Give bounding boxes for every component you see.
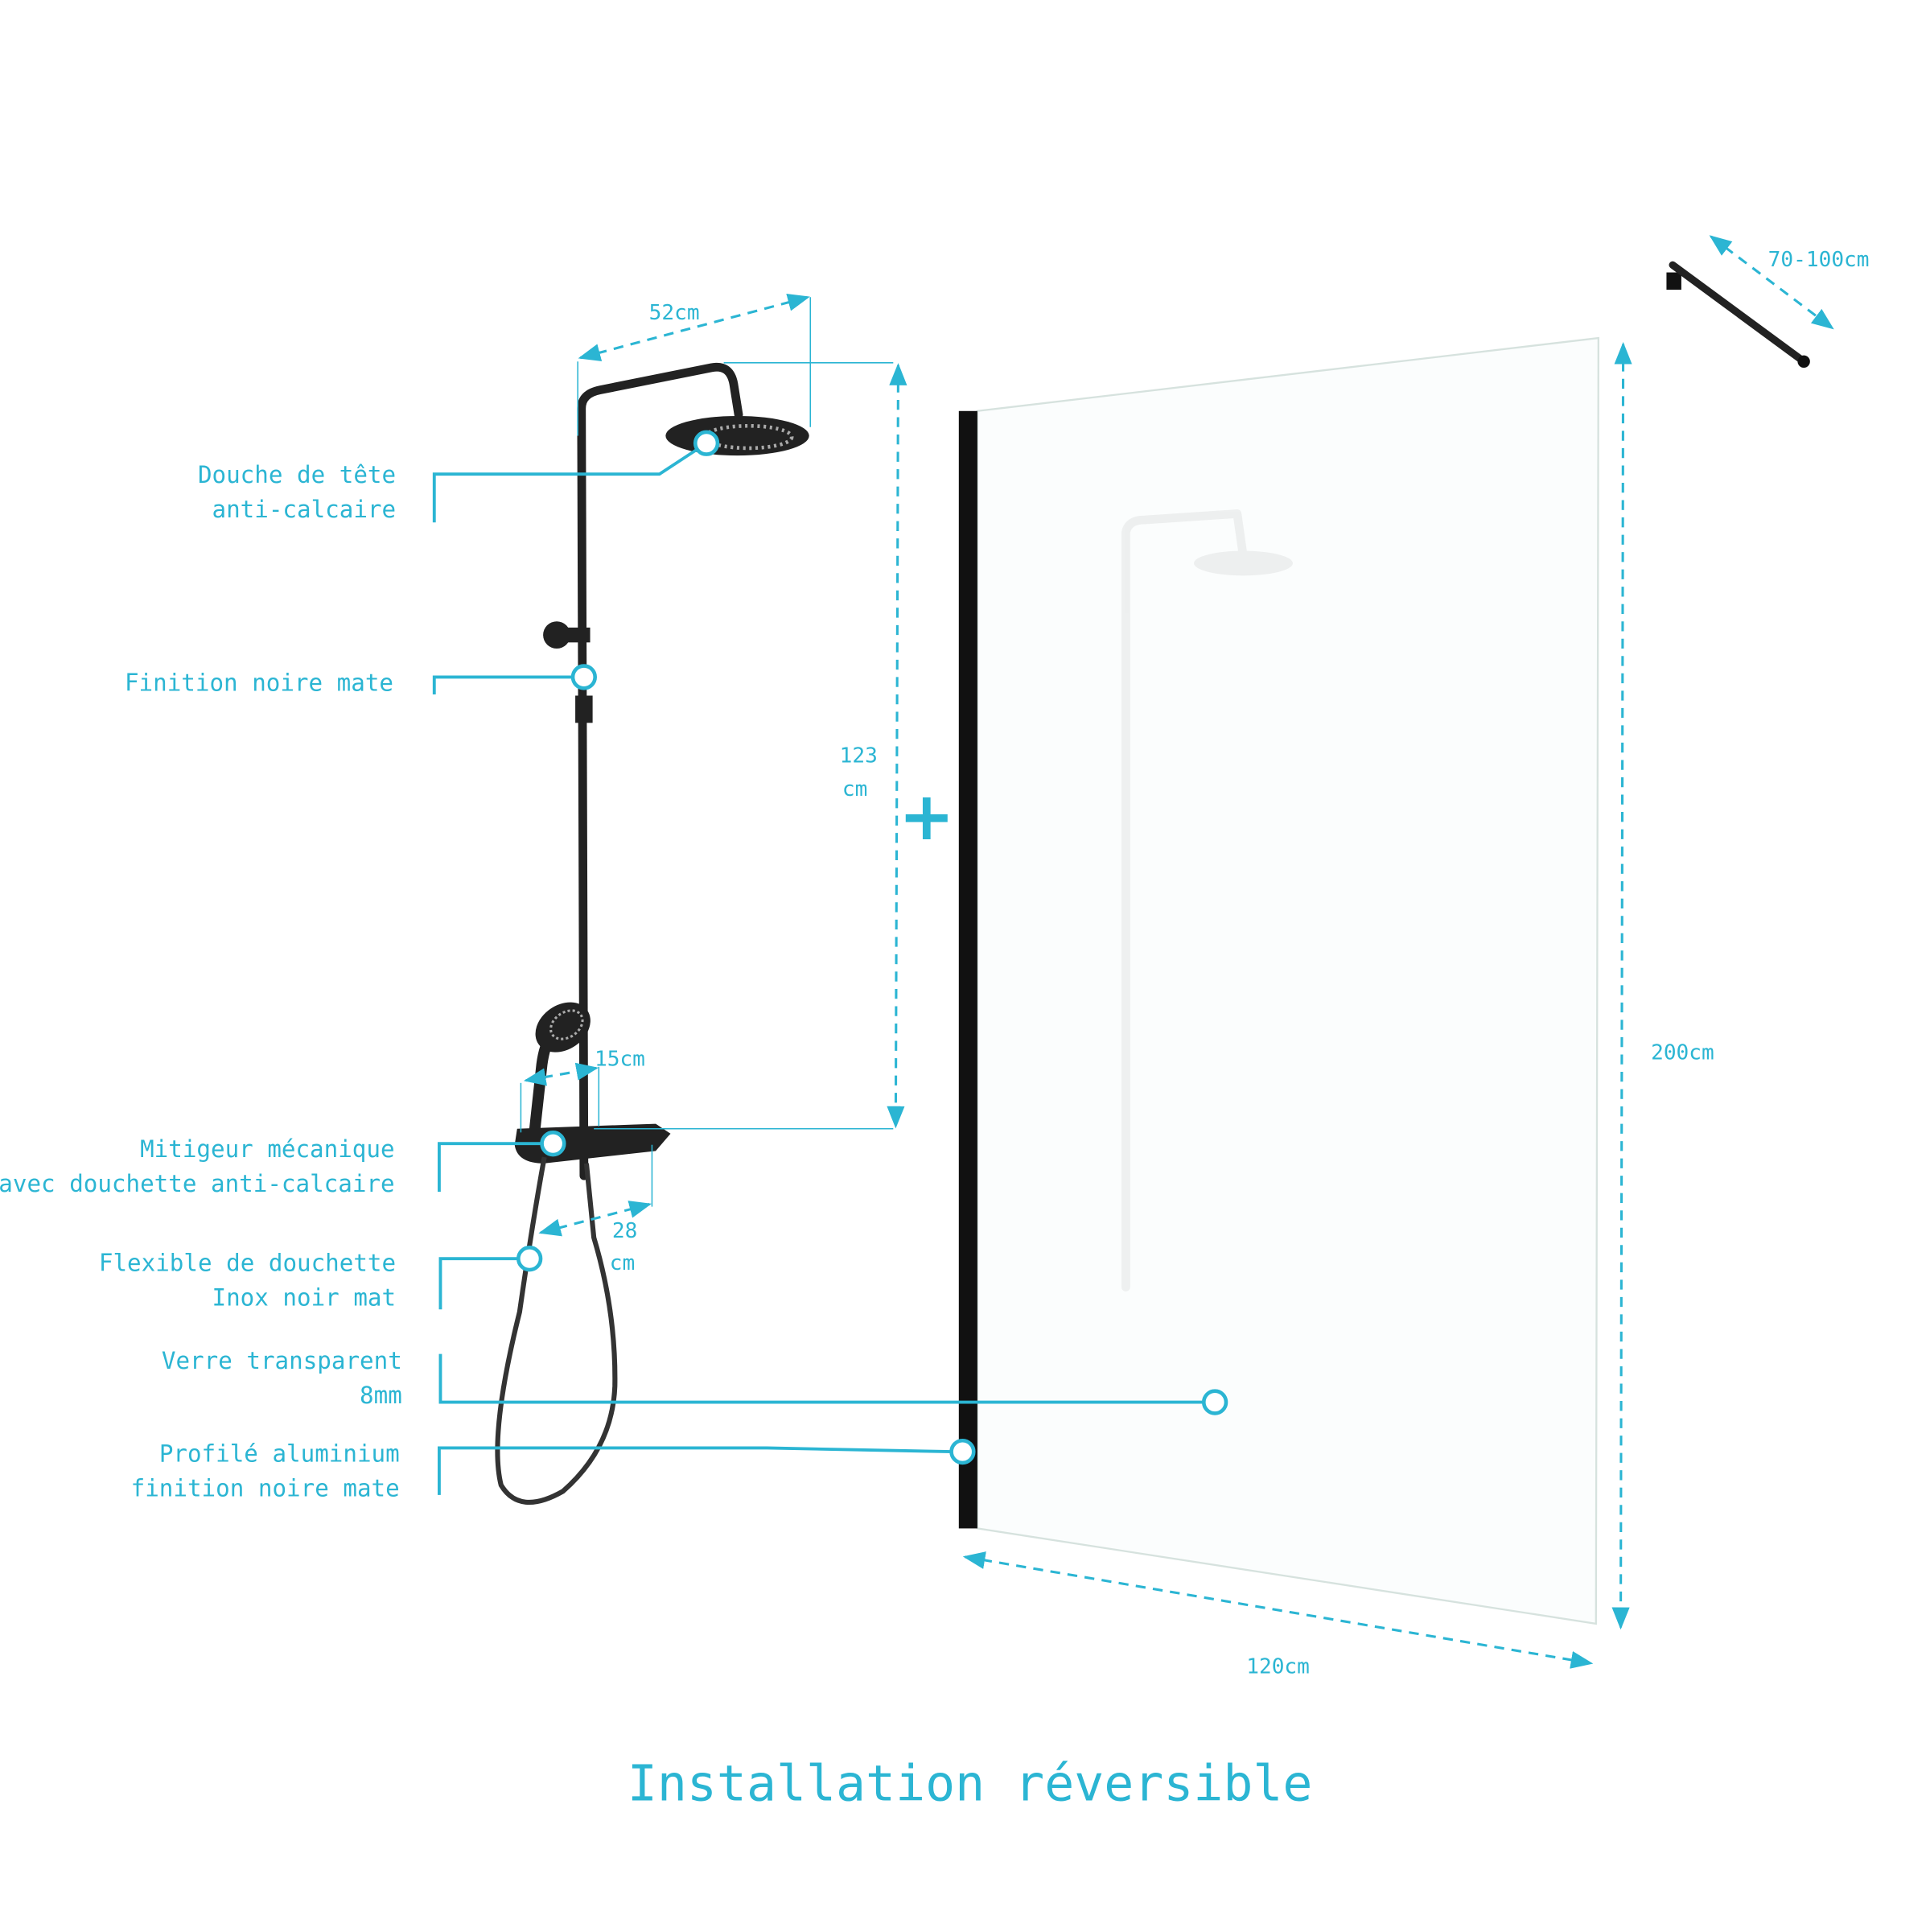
dimension-mixer-depth: 28 cm xyxy=(538,1144,653,1275)
hotspot-glass[interactable] xyxy=(1201,1389,1228,1415)
callout-glass: Verre transparent 8mm xyxy=(162,1347,1228,1415)
label-line: Mitigeur mécanique xyxy=(140,1135,394,1163)
label-line: anti-calcaire xyxy=(212,496,397,523)
callout-hose: Flexible de douchette Inox noir mat xyxy=(99,1246,543,1312)
glass-reflection xyxy=(1121,509,1294,1291)
label-line: finition noire mate xyxy=(131,1474,400,1502)
dim-70-100cm: 70-100cm xyxy=(1768,248,1870,272)
hand-shower xyxy=(529,1032,557,1139)
dim-120cm: 120cm xyxy=(1246,1654,1310,1679)
label-line: Flexible de douchette xyxy=(99,1250,396,1277)
dimension-panel-height: 200cm xyxy=(1611,341,1714,1630)
hotspot-profile[interactable] xyxy=(949,1438,976,1465)
dim-28: 28 xyxy=(612,1219,637,1243)
hotspot-head-shower[interactable] xyxy=(693,430,720,456)
dimension-column-height: 123 cm xyxy=(594,362,907,1130)
glass-panel xyxy=(958,336,1600,1625)
label-line: 8mm xyxy=(360,1382,402,1409)
callout-finish: Finition noire mate xyxy=(125,664,597,696)
shower-column xyxy=(495,362,809,1505)
stabilizer-bar xyxy=(1666,261,1810,368)
plus-symbol: + xyxy=(899,777,955,855)
label-line: avec douchette anti-calcaire xyxy=(0,1170,395,1197)
label-line: Douche de tête xyxy=(198,461,396,488)
label-line: Inox noir mat xyxy=(212,1284,397,1312)
dim-28-unit: cm xyxy=(610,1251,635,1275)
label-line: Profilé aluminium xyxy=(159,1440,400,1467)
dim-123: 123 xyxy=(840,744,878,768)
hose xyxy=(495,1156,618,1505)
aluminium-profile xyxy=(958,410,977,1529)
dim-123-unit: cm xyxy=(842,777,867,801)
dimension-head-width: 52cm xyxy=(577,294,812,436)
label-line: Finition noire mate xyxy=(125,669,393,696)
callout-mixer: Mitigeur mécanique avec douchette anti-c… xyxy=(0,1131,566,1197)
hotspot-finish[interactable] xyxy=(570,664,597,690)
dimension-stabilizer: 70-100cm xyxy=(1709,235,1870,330)
dim-15cm: 15cm xyxy=(595,1047,645,1071)
hotspot-hose[interactable] xyxy=(516,1246,543,1272)
dim-52cm: 52cm xyxy=(649,301,700,325)
callout-profile: Profilé aluminium finition noire mate xyxy=(131,1438,976,1502)
callout-head-shower: Douche de tête anti-calcaire xyxy=(198,430,720,523)
label-line: Verre transparent xyxy=(162,1347,402,1374)
dimension-panel-width: 120cm xyxy=(962,1551,1594,1679)
hotspot-mixer[interactable] xyxy=(540,1131,566,1157)
dimension-handshower: 15cm xyxy=(520,1047,645,1133)
dim-200cm: 200cm xyxy=(1651,1041,1714,1065)
diagram-title: Installation réversible xyxy=(628,1755,1313,1813)
